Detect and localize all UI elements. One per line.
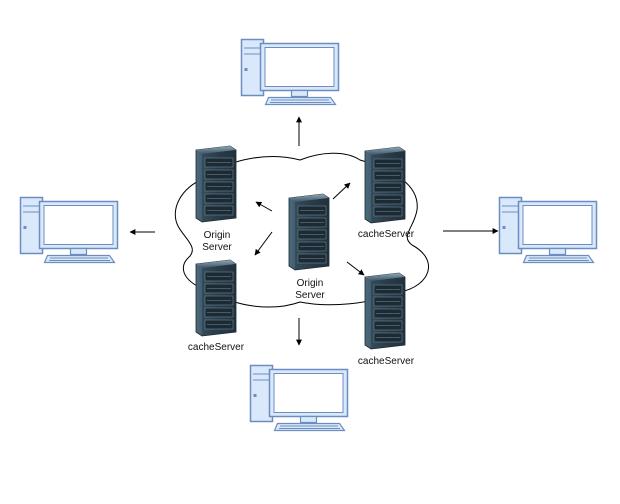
- cache-server-bottom-right-label: cacheServer: [357, 356, 415, 367]
- cache-server-bottom-left-label: cacheServer: [187, 342, 245, 353]
- cache-server-top-right-icon: [364, 146, 406, 224]
- origin-server-center-icon: [288, 193, 330, 271]
- origin-server-left-icon: [195, 145, 237, 223]
- cache-server-bottom-right-icon: [364, 272, 406, 350]
- cache-server-bottom-left-icon: [195, 259, 237, 337]
- origin-server-left-label-line1: Origin: [203, 230, 231, 241]
- arrow-to-cache-top-right: [332, 182, 351, 200]
- client-computer-right: [498, 196, 598, 264]
- arrow-to-cache-bottom-left: [254, 231, 273, 256]
- origin-server-left-label-line2: Server: [202, 242, 232, 253]
- client-computer-top: [240, 38, 340, 106]
- client-computer-bottom: [249, 364, 349, 432]
- client-computer-left: [19, 196, 119, 264]
- arrow-to-origin-left: [255, 201, 273, 212]
- arrow-to-cache-bottom-right: [346, 261, 365, 276]
- cache-server-top-right-label: cacheServer: [357, 229, 415, 240]
- origin-server-center-label-line1: Origin: [296, 278, 324, 289]
- origin-server-center-label: Origin Server: [288, 278, 332, 302]
- origin-server-left-label: Origin Server: [196, 230, 238, 254]
- origin-server-center-label-line2: Server: [295, 290, 325, 301]
